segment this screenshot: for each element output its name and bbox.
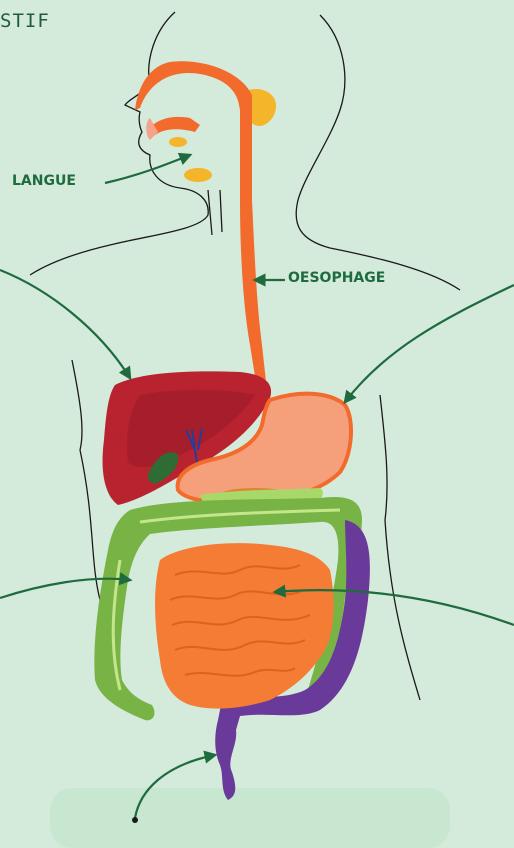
arrow-rectum (135, 755, 215, 818)
esophagus (135, 61, 268, 400)
salivary-glands (169, 89, 276, 182)
label-tongue: LANGUE (12, 173, 76, 189)
digestive-system-diagram (0, 0, 514, 825)
small-intestine (155, 543, 334, 708)
label-esophagus: OESOPHAGE (288, 270, 385, 286)
arrow-liver (0, 270, 130, 378)
diagram-title-fragment: STIF (0, 10, 50, 32)
arrow-stomach (345, 285, 514, 402)
arrow-tongue (105, 155, 190, 183)
arrow-dot (132, 817, 138, 823)
